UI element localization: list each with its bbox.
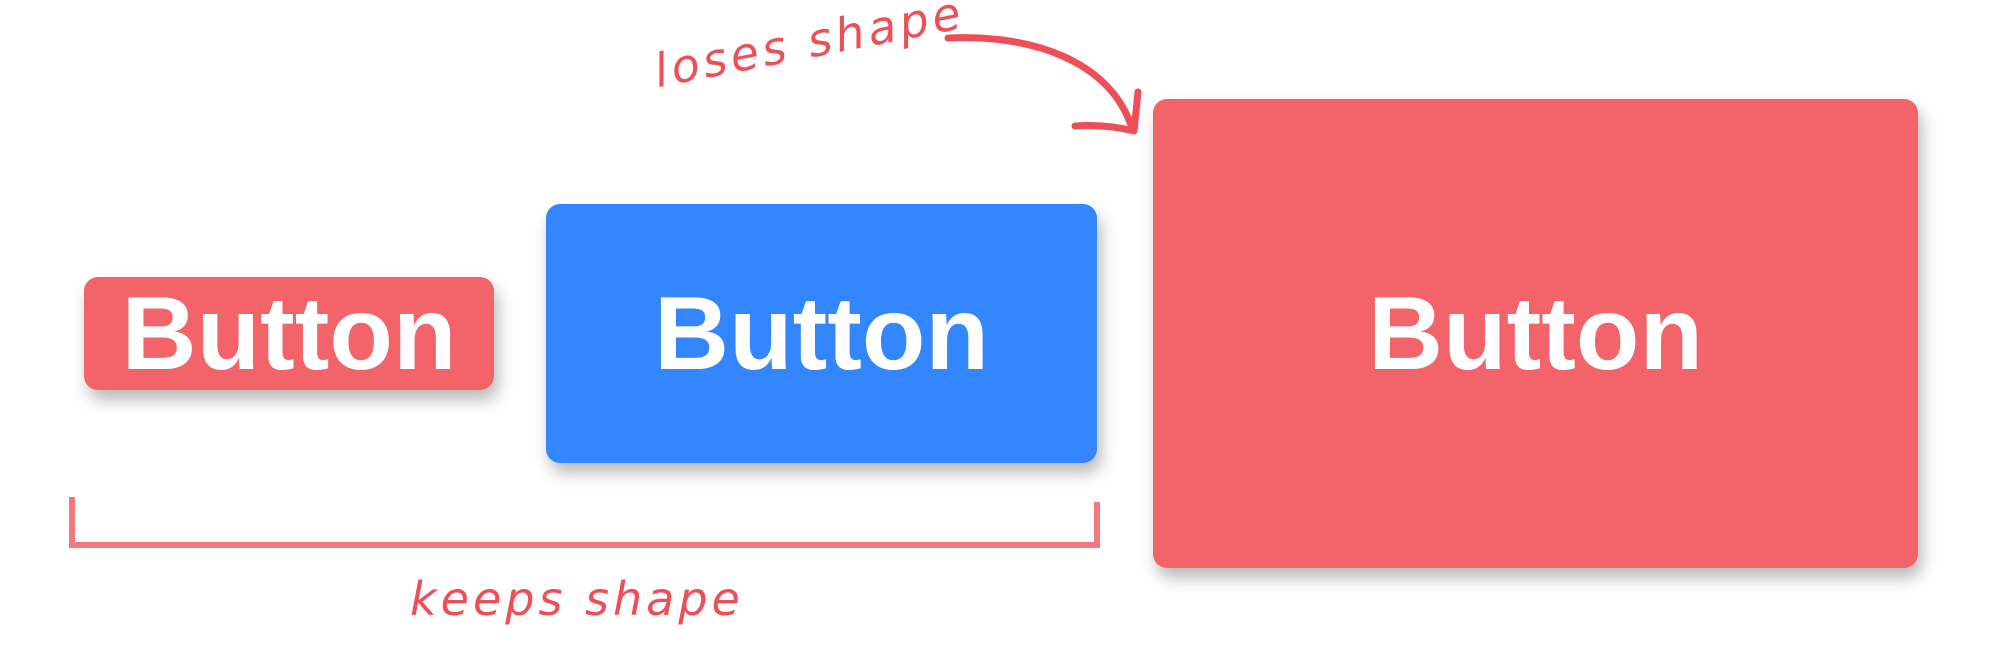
arrowhead-icon — [1071, 88, 1142, 135]
keeps-shape-annotation: keeps shape — [410, 572, 744, 626]
small-button-label: Button — [121, 275, 457, 392]
medium-blue-button[interactable]: Button — [546, 204, 1097, 463]
loses-shape-annotation: loses shape — [649, 0, 969, 99]
small-red-button[interactable]: Button — [84, 277, 494, 390]
large-red-button[interactable]: Button — [1153, 99, 1918, 568]
curved-arrow-icon — [944, 34, 1136, 132]
keeps-shape-bracket — [69, 497, 1100, 548]
large-button-label: Button — [1368, 275, 1703, 392]
medium-button-label: Button — [654, 275, 989, 392]
